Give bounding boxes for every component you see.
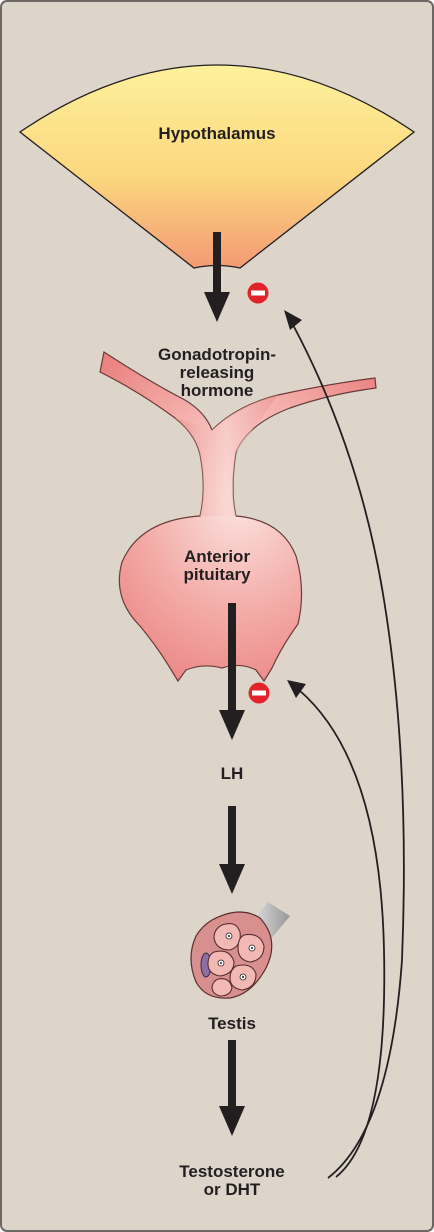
hypothalamus-label: Hypothalamus bbox=[117, 125, 317, 143]
pituitary-label: Anterior pituitary bbox=[117, 548, 317, 584]
gnrh-label-line1: Gonadotropin- bbox=[117, 346, 317, 364]
inhibition-symbol-hypothalamus bbox=[248, 283, 269, 304]
testosterone-label: Testosterone or DHT bbox=[132, 1163, 332, 1199]
inhibition-symbol-pituitary bbox=[249, 683, 270, 704]
gnrh-label-line3: hormone bbox=[117, 382, 317, 400]
testosterone-label-line1: Testosterone bbox=[132, 1163, 332, 1181]
gnrh-label: Gonadotropin- releasing hormone bbox=[117, 346, 317, 400]
testosterone-label-line2: or DHT bbox=[132, 1181, 332, 1199]
lh-label: LH bbox=[182, 765, 282, 783]
pituitary-label-line1: Anterior bbox=[117, 548, 317, 566]
pituitary-label-line2: pituitary bbox=[117, 566, 317, 584]
testis-label: Testis bbox=[182, 1015, 282, 1033]
gnrh-label-line2: releasing bbox=[117, 364, 317, 382]
